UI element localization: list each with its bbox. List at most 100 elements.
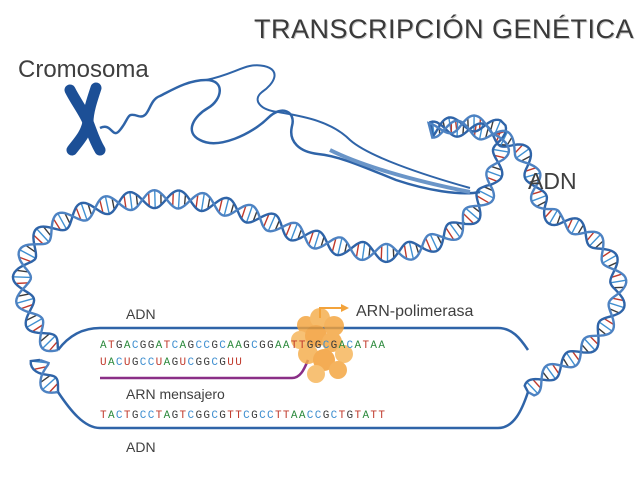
nucleotide-t: T (291, 340, 299, 352)
nucleotide-a: A (227, 340, 235, 352)
nucleotide-t: T (235, 410, 243, 422)
nucleotide-c: C (132, 340, 140, 352)
chromatin-fiber (100, 80, 480, 193)
base-pair (545, 209, 553, 218)
nucleotide-c: C (259, 410, 267, 422)
nucleotide-t: T (299, 340, 307, 352)
nucleotide-c: C (331, 410, 339, 422)
base-pair (566, 353, 575, 366)
chromatin-fiber (330, 150, 470, 192)
base-pair (430, 234, 437, 250)
polymerase-label: ARN-polimerasa (356, 303, 473, 321)
base-pair (463, 213, 474, 223)
base-pair (478, 190, 494, 198)
nucleotide-g: G (251, 410, 259, 422)
base-pair (533, 379, 541, 388)
nucleotide-g: G (307, 340, 315, 352)
nucleotide-c: C (323, 340, 331, 352)
nucleotide-t: T (283, 410, 291, 422)
base-pair (178, 191, 179, 209)
base-pair (572, 219, 579, 233)
nucleotide-a: A (275, 340, 283, 352)
nucleotide-g: G (267, 340, 275, 352)
base-pair (130, 192, 132, 210)
nucleotide-g: G (259, 340, 267, 352)
base-pair (247, 206, 253, 223)
base-pair (532, 195, 547, 201)
nucleotide-a: A (164, 410, 172, 422)
nucleotide-t: T (378, 410, 386, 422)
base-pair (268, 215, 275, 231)
nucleotide-a: A (378, 340, 386, 352)
chromosome-label: Cromosoma (18, 56, 149, 84)
nucleotide-g: G (331, 340, 339, 352)
nucleotide-g: G (116, 340, 124, 352)
nucleotide-u: U (235, 357, 243, 369)
base-pair (590, 336, 598, 344)
nucleotide-c: C (307, 410, 315, 422)
nucleotide-c: C (347, 340, 355, 352)
nucleotide-c: C (251, 340, 259, 352)
base-pair (338, 238, 342, 255)
nucleotide-c: C (140, 410, 148, 422)
base-pair (16, 298, 33, 303)
nucleotide-g: G (172, 357, 180, 369)
nucleotide-u: U (100, 357, 108, 369)
coding-strand-sequence: ATGACGGATCAGCCGCAAGCGGAATTGGCGACATAA (100, 340, 386, 352)
nucleotide-c: C (148, 410, 156, 422)
template-strand-sequence: TACTGCCTAGTCGGCGTTCGCCTTAACCGCTGTATT (100, 410, 386, 422)
base-pair (173, 192, 174, 206)
base-pair (362, 242, 364, 260)
base-pair (81, 203, 87, 220)
nucleotide-a: A (291, 410, 299, 422)
base-pair (381, 246, 382, 261)
nucleotide-t: T (164, 340, 172, 352)
base-pair (105, 196, 109, 214)
mrna-label: ARN mensajero (126, 386, 225, 402)
page-title: TRANSCRIPCIÓN GENÉTICA (254, 14, 634, 45)
nucleotide-t: T (100, 410, 108, 422)
nucleotide-a: A (124, 340, 132, 352)
nucleotide-c: C (148, 357, 156, 369)
nucleotide-g: G (243, 340, 251, 352)
dna-label-bottom: ADN (126, 439, 156, 455)
nucleotide-a: A (339, 340, 347, 352)
nucleotide-g: G (172, 410, 180, 422)
nucleotide-t: T (275, 410, 283, 422)
nucleotide-c: C (315, 410, 323, 422)
nucleotide-a: A (299, 410, 307, 422)
nucleotide-a: A (164, 357, 172, 369)
nucleotide-g: G (140, 340, 148, 352)
nucleotide-c: C (243, 410, 251, 422)
base-pair (202, 193, 205, 211)
base-pair (409, 242, 413, 259)
nucleotide-t: T (108, 340, 116, 352)
base-pair (609, 303, 624, 308)
nucleotide-a: A (108, 410, 116, 422)
nucleotide-t: T (339, 410, 347, 422)
nucleotide-c: C (267, 410, 275, 422)
base-pair (515, 145, 523, 153)
nucleotide-t: T (227, 410, 235, 422)
nucleotide-u: U (124, 357, 132, 369)
dna-backbone (430, 117, 624, 392)
nucleotide-t: T (156, 410, 164, 422)
nucleotide-a: A (283, 340, 291, 352)
base-pair (314, 231, 319, 248)
base-pair (610, 280, 626, 283)
dna-label-template-top: ADN (126, 306, 156, 322)
nucleotide-a: A (235, 340, 243, 352)
base-pair (493, 149, 509, 152)
mrna-sequence: UACUGCCUAGUCGGCGUU (100, 357, 243, 369)
nucleotide-g: G (323, 410, 331, 422)
dna-backbone (16, 185, 494, 351)
nucleotide-a: A (108, 357, 116, 369)
dna-label-right: ADN (528, 168, 577, 195)
base-pair (13, 277, 31, 278)
nucleotide-c: C (172, 340, 180, 352)
nucleotide-c: C (140, 357, 148, 369)
nucleotide-t: T (124, 410, 132, 422)
nucleotide-a: A (100, 340, 108, 352)
nucleotide-a: A (156, 340, 164, 352)
